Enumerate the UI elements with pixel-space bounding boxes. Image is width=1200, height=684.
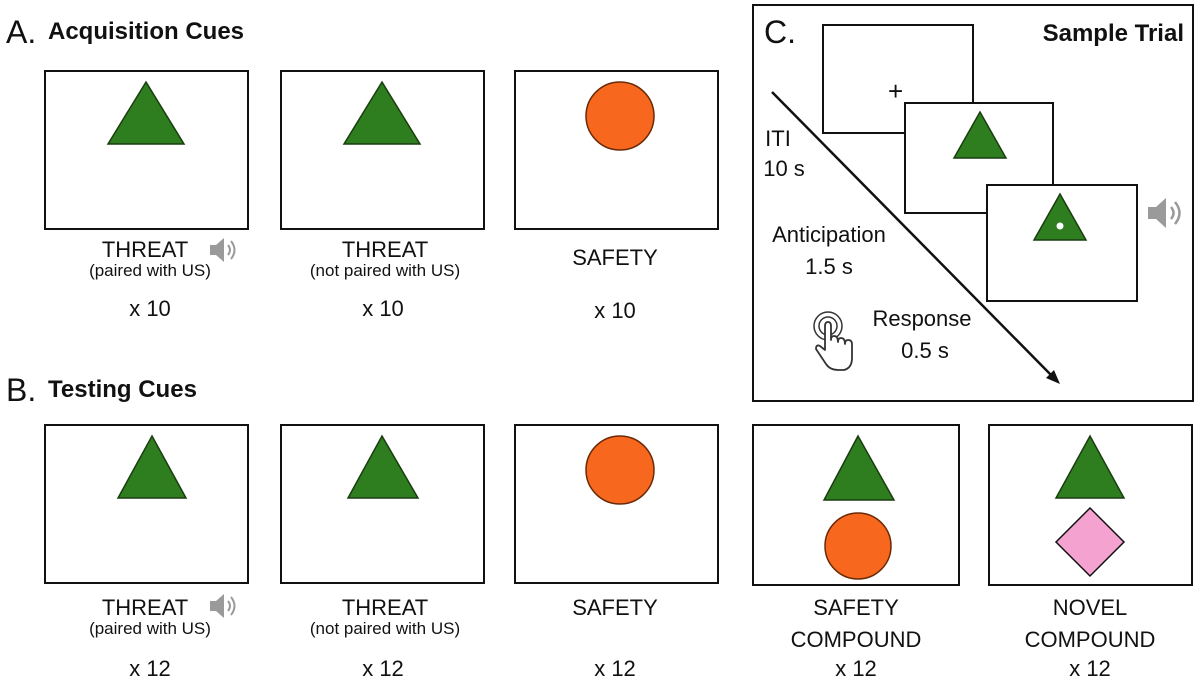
sample-trial-panel: C. Sample Trial + ITI 10 s Anticipation …	[752, 4, 1194, 402]
test-count-1: x 12	[129, 656, 171, 681]
fixation-cross: +	[888, 76, 904, 106]
section-b-title: Testing Cues	[48, 376, 197, 403]
acq-sublabel-2: (not paired with US)	[309, 261, 461, 280]
section-a-title: Acquisition Cues	[48, 18, 245, 45]
test-label-3: SAFETY	[572, 595, 658, 620]
trial-screen-response	[986, 184, 1138, 302]
test-sublabel-1: (paired with US)	[89, 619, 211, 638]
triangle-shape	[106, 80, 186, 145]
test-label-5: NOVEL	[1052, 595, 1128, 620]
circle-shape	[585, 81, 655, 151]
triangle-shape	[346, 434, 420, 499]
test-label-1: THREAT	[101, 595, 189, 620]
section-c-letter: C.	[764, 14, 796, 50]
response-time: 0.5 s	[901, 338, 949, 363]
circle-shape	[585, 435, 655, 505]
acq-label-2: THREAT	[341, 237, 429, 262]
test-label-4b: COMPOUND	[790, 627, 922, 652]
triangle-diamond-compound	[1054, 434, 1126, 578]
test-label-2: THREAT	[341, 595, 429, 620]
arrow-icon	[771, 91, 1060, 384]
acq-count-1: x 10	[129, 296, 171, 321]
triangle-shape	[342, 80, 422, 145]
testing-cue-threat-unpaired	[280, 424, 485, 584]
touch-hand-icon	[813, 311, 853, 371]
acq-label-1: THREAT	[101, 237, 189, 262]
triangle-with-dot	[1032, 192, 1088, 241]
test-label-5b: COMPOUND	[1024, 627, 1156, 652]
triangle-shape	[116, 434, 188, 499]
anticipation-label: Anticipation	[772, 222, 886, 247]
testing-cue-safety	[514, 424, 719, 584]
test-label-4: SAFETY	[813, 595, 899, 620]
acquisition-cue-safety	[514, 70, 719, 230]
acquisition-cue-threat-unpaired	[280, 70, 485, 230]
testing-cue-novel-compound	[988, 424, 1193, 586]
section-c-title: Sample Trial	[1042, 20, 1184, 47]
response-label: Response	[872, 306, 972, 331]
test-count-3: x 12	[594, 656, 636, 681]
acquisition-cue-threat-paired	[44, 70, 249, 230]
speaker-icon	[210, 238, 236, 262]
triangle-shape	[952, 110, 1008, 159]
test-count-2: x 12	[362, 656, 404, 681]
speaker-icon	[210, 594, 236, 618]
test-sublabel-2: (not paired with US)	[309, 619, 461, 638]
section-b-letter: B.	[6, 372, 37, 408]
acq-sublabel-1: (paired with US)	[89, 261, 211, 280]
test-count-4: x 12	[835, 656, 877, 681]
testing-cue-safety-compound	[752, 424, 960, 586]
iti-label: ITI	[765, 126, 791, 151]
triangle-circle-compound	[822, 434, 896, 580]
acq-label-3: SAFETY	[572, 245, 658, 270]
iti-time: 10 s	[763, 156, 805, 181]
speaker-icon	[1148, 198, 1181, 228]
acq-count-3: x 10	[594, 298, 636, 323]
anticipation-time: 1.5 s	[805, 254, 853, 279]
section-a-letter: A.	[6, 14, 37, 50]
testing-cue-threat-paired	[44, 424, 249, 584]
acq-count-2: x 10	[362, 296, 404, 321]
test-count-5: x 12	[1069, 656, 1111, 681]
